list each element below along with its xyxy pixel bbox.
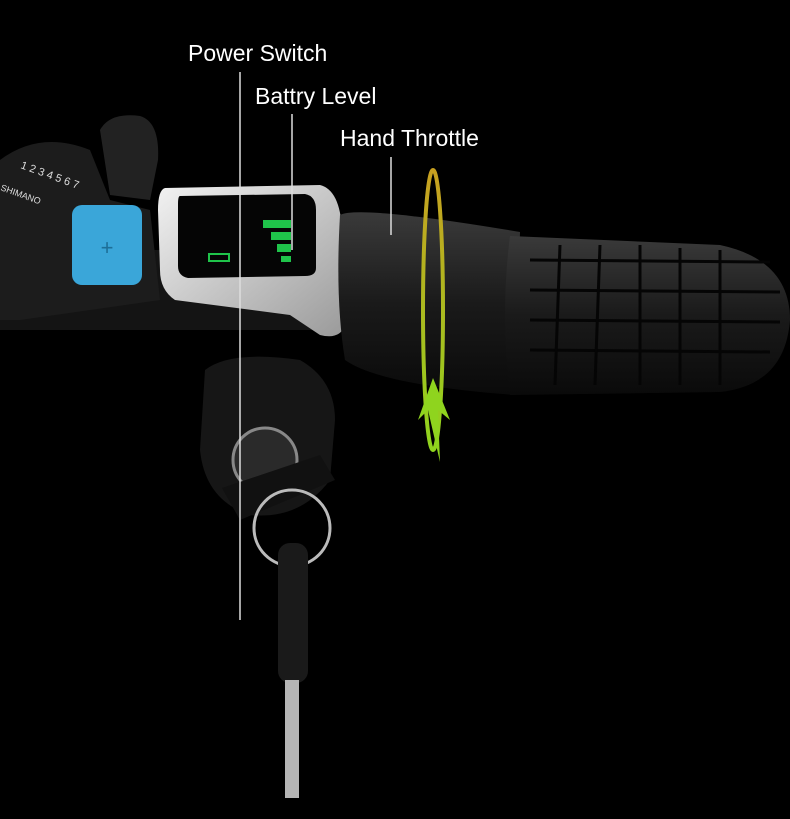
battery-bar [281, 256, 291, 262]
grip-texture [529, 244, 781, 386]
key-blade [285, 680, 299, 798]
battery-icon [208, 253, 230, 262]
power-key-switch [200, 356, 335, 798]
battery-bar [263, 220, 291, 228]
gear-shifter: + 1 2 3 4 5 6 7 SHIMANO [0, 115, 160, 320]
battery-display [158, 185, 345, 337]
battery-bar [277, 244, 291, 252]
rotation-arrow [421, 168, 445, 452]
arrow-head-icon [418, 378, 450, 462]
throttle-sleeve [338, 212, 520, 395]
battery-level-label: Battry Level [255, 83, 377, 109]
plus-icon: + [101, 235, 114, 260]
battery-bar [271, 232, 291, 240]
power-switch-label: Power Switch [188, 40, 328, 66]
shift-button [72, 205, 142, 285]
hand-throttle-label: Hand Throttle [340, 125, 479, 151]
key-head [278, 543, 308, 683]
